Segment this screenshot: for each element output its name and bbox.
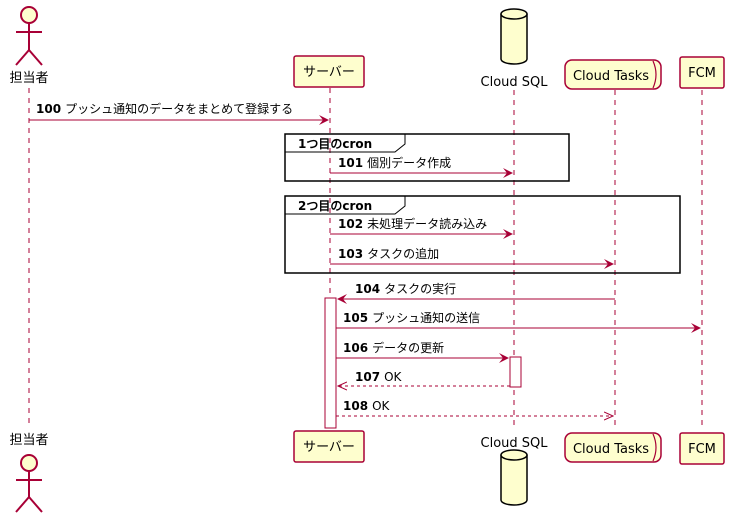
database-top: Cloud SQL — [481, 8, 549, 90]
frame-title: 1つ目のcron — [298, 137, 372, 151]
participant-fcm-bottom: FCM — [679, 432, 725, 465]
participant-label: サーバー — [303, 440, 355, 455]
participant-label: サーバー — [303, 65, 355, 80]
actor-label: 担当者 — [9, 71, 48, 86]
queue-bottom: Cloud Tasks — [564, 432, 662, 463]
database-label: Cloud SQL — [481, 75, 549, 90]
actor-top: 担当者 — [9, 6, 49, 86]
frame-cron-2: 2つ目のcron — [284, 195, 681, 274]
database-label: Cloud SQL — [481, 436, 549, 451]
frame-cron-1: 1つ目のcron — [284, 133, 570, 182]
participant-server-bottom: サーバー — [293, 430, 365, 463]
participant-server-top: サーバー — [293, 55, 365, 88]
participant-fcm-top: FCM — [679, 56, 725, 89]
activation-server — [324, 297, 337, 429]
actor-label: 担当者 — [9, 433, 48, 448]
activation-db — [509, 356, 522, 388]
frame-title: 2つ目のcron — [298, 199, 372, 213]
participant-label: FCM — [688, 442, 716, 457]
queue-label: Cloud Tasks — [573, 442, 649, 457]
queue-top: Cloud Tasks — [564, 59, 662, 90]
queue-label: Cloud Tasks — [573, 69, 649, 84]
participant-label: FCM — [688, 66, 716, 81]
actor-bottom: 担当者 — [9, 433, 49, 513]
database-bottom: Cloud SQL — [481, 436, 549, 506]
